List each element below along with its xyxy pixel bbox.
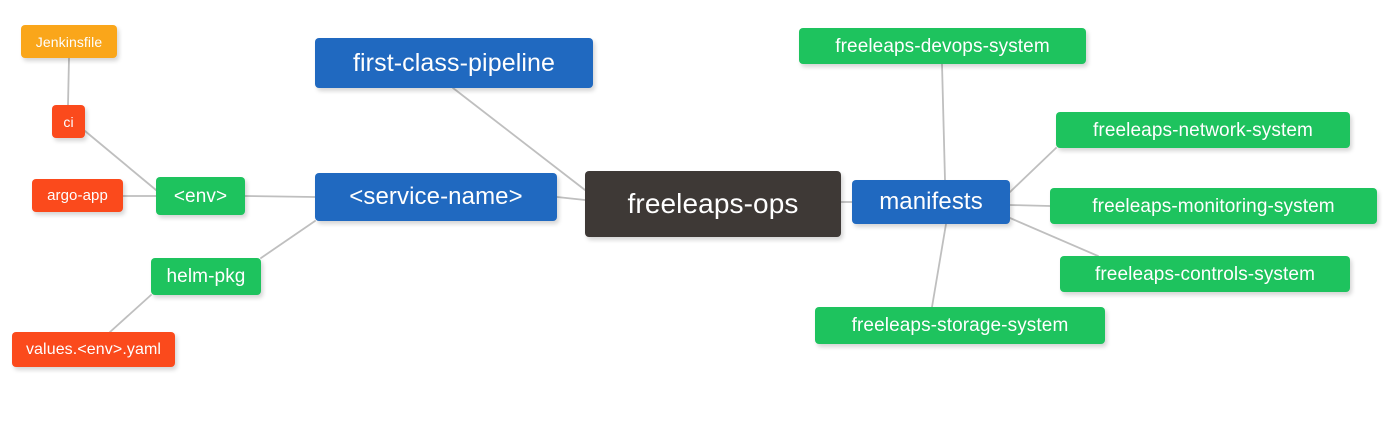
edge-manifests-to-freeleaps-monitoring-system [1009, 204, 1051, 207]
node-label-freeleaps-network-system: freeleaps-network-system [1093, 119, 1313, 141]
node-values-env-yaml[interactable]: values.<env>.yaml [12, 332, 175, 367]
edge-freeleaps-ops-to-service-name [556, 196, 586, 201]
node-env[interactable]: <env> [156, 177, 245, 215]
edge-manifests-to-freeleaps-storage-system [931, 223, 947, 308]
node-label-freeleaps-ops: freeleaps-ops [627, 188, 799, 219]
node-label-service-name: <service-name> [349, 183, 523, 210]
node-label-helm-pkg: helm-pkg [166, 266, 246, 287]
edge-helm-pkg-to-values-env-yaml [109, 294, 152, 333]
node-label-freeleaps-devops-system: freeleaps-devops-system [835, 35, 1050, 57]
node-freeleaps-devops-system[interactable]: freeleaps-devops-system [799, 28, 1086, 64]
edge-service-name-to-env [244, 195, 316, 198]
node-first-class-pipeline[interactable]: first-class-pipeline [315, 38, 593, 88]
edge-manifests-to-freeleaps-network-system [1009, 147, 1057, 193]
node-label-values-env-yaml: values.<env>.yaml [25, 340, 162, 358]
edge-ci-to-jenkinsfile [67, 57, 70, 106]
node-argo-app[interactable]: argo-app [32, 179, 123, 212]
node-label-freeleaps-monitoring-system: freeleaps-monitoring-system [1092, 195, 1335, 217]
node-manifests[interactable]: manifests [852, 180, 1010, 224]
node-label-argo-app: argo-app [47, 187, 108, 204]
node-freeleaps-monitoring-system[interactable]: freeleaps-monitoring-system [1050, 188, 1377, 224]
node-freeleaps-network-system[interactable]: freeleaps-network-system [1056, 112, 1350, 148]
node-freeleaps-controls-system[interactable]: freeleaps-controls-system [1060, 256, 1350, 292]
node-label-freeleaps-controls-system: freeleaps-controls-system [1094, 263, 1316, 285]
node-label-ci: ci [63, 113, 74, 130]
node-label-first-class-pipeline: first-class-pipeline [352, 48, 556, 77]
node-helm-pkg[interactable]: helm-pkg [151, 258, 261, 295]
node-jenkinsfile[interactable]: Jenkinsfile [21, 25, 117, 58]
node-service-name[interactable]: <service-name> [315, 173, 557, 221]
node-freeleaps-storage-system[interactable]: freeleaps-storage-system [815, 307, 1105, 344]
edge-manifests-to-freeleaps-devops-system [941, 63, 946, 181]
node-label-env: <env> [173, 185, 228, 207]
node-label-freeleaps-storage-system: freeleaps-storage-system [851, 315, 1069, 336]
node-ci[interactable]: ci [52, 105, 85, 138]
node-label-jenkinsfile: Jenkinsfile [35, 33, 103, 50]
node-freeleaps-ops[interactable]: freeleaps-ops [585, 171, 841, 237]
node-label-manifests: manifests [879, 188, 983, 215]
edge-service-name-to-helm-pkg [260, 220, 316, 259]
